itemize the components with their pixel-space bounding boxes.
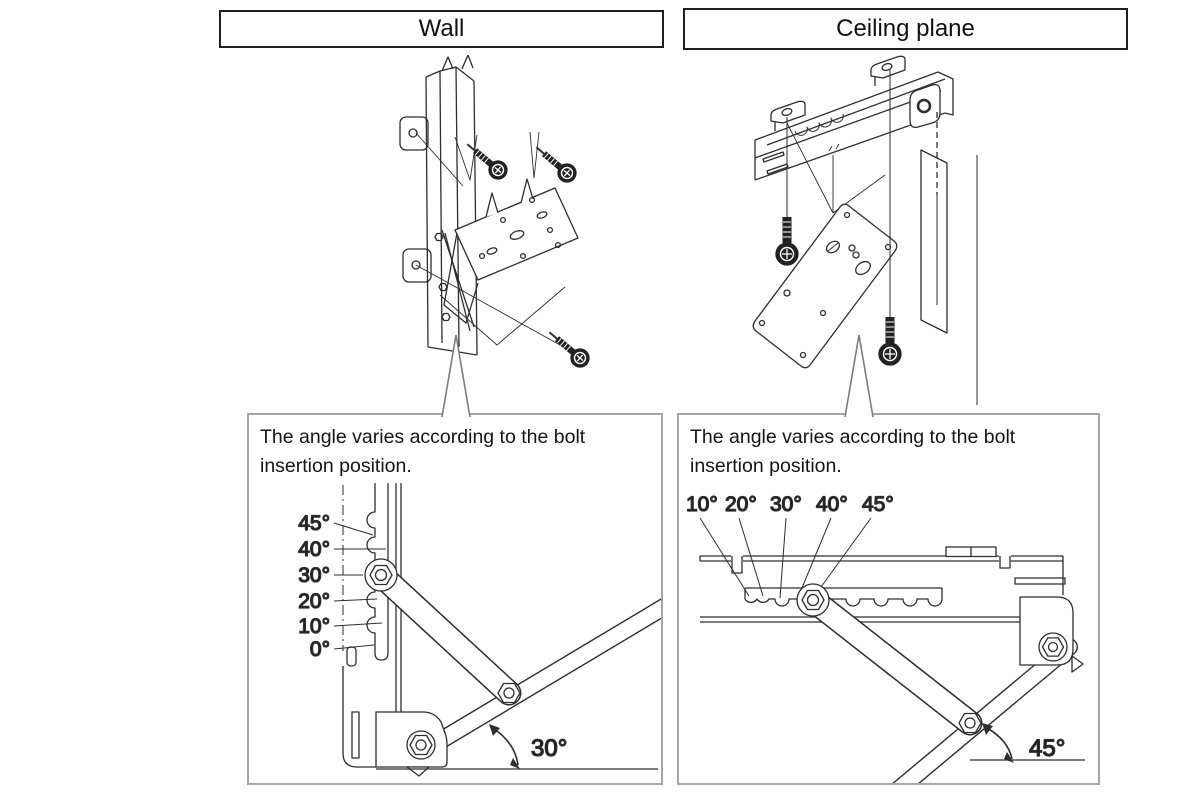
main-diagonal-arm <box>424 598 661 754</box>
adjustment-arm <box>800 587 983 736</box>
wall-callout-pointer <box>441 334 471 417</box>
ceiling-bracket-illustration <box>752 55 978 405</box>
angle-arc <box>982 723 1014 763</box>
ceiling-callout-text: The angle varies according to the bolt i… <box>690 423 1092 481</box>
angle-label: 20° <box>725 493 757 516</box>
leader-lines <box>333 522 386 650</box>
screw-icon <box>548 331 590 368</box>
pivot-bolt <box>364 558 398 592</box>
wall-mount-tabs <box>399 116 432 283</box>
mounting-screws <box>466 143 590 368</box>
ceiling-angle-detail-box: The angle varies according to the bolt i… <box>677 413 1100 785</box>
end-bracket <box>909 83 941 128</box>
elbow-bolt <box>497 682 521 704</box>
wall-title-box: Wall <box>219 10 664 48</box>
side-panel <box>920 149 948 334</box>
ceiling-clip <box>870 55 906 86</box>
tilted-plate <box>752 203 898 369</box>
phantom-guide-lines <box>415 131 579 356</box>
angle-label: 10° <box>686 493 718 516</box>
elbow-bolt <box>958 712 982 734</box>
angle-label: 45° <box>298 512 330 535</box>
angle-arc <box>489 724 520 769</box>
wall-rail <box>425 55 478 356</box>
ceiling-callout-line1: The angle varies according to the bolt <box>690 426 1016 448</box>
mount-plate <box>443 178 579 324</box>
angle-label: 10° <box>298 615 330 638</box>
adjustment-arm <box>368 562 522 706</box>
screw-icon <box>466 143 508 180</box>
ceiling-title-box: Ceiling plane <box>683 8 1128 50</box>
ceiling-bolt-icon <box>878 69 902 366</box>
angle-label: 45° <box>862 493 894 516</box>
wall-title: Wall <box>418 15 465 42</box>
notched-rack <box>744 587 943 607</box>
rail-lines <box>699 546 1066 595</box>
rail-lower-lines <box>700 616 1025 623</box>
angle-scale: 45° 40° 30° 20° 10° 0° <box>298 511 386 662</box>
ceiling-bolt-icon <box>775 117 799 266</box>
current-angle-label: 30° <box>531 735 567 762</box>
angle-label: 30° <box>298 564 330 587</box>
arm-tip <box>1071 655 1084 673</box>
end-hinge-bracket <box>1019 596 1074 666</box>
wall-angle-detail-box: The angle varies according to the bolt i… <box>247 413 663 785</box>
angle-scale: 10° 20° 30° 40° 45° <box>685 492 894 599</box>
wall-callout-text: The angle varies according to the bolt i… <box>260 423 655 481</box>
angle-label: 0° <box>310 638 330 661</box>
ceiling-angle-diagram: 10° 20° 30° 40° 45° <box>685 492 1085 783</box>
angle-label: 20° <box>298 590 330 613</box>
screw-icon <box>535 146 577 183</box>
wall-bracket-illustration <box>399 55 590 368</box>
current-angle-label: 45° <box>1029 735 1065 762</box>
phantom-guide-lines <box>786 122 886 214</box>
wall-angle-diagram: 45° 40° 30° 20° 10° 0° <box>298 483 661 777</box>
angle-label: 30° <box>770 493 802 516</box>
angle-label: 40° <box>816 493 848 516</box>
angle-label: 40° <box>298 538 330 561</box>
wall-callout-line1: The angle varies according to the bolt <box>260 426 586 448</box>
bolt-axis-lines <box>936 112 978 405</box>
ceiling-callout-line2: insertion position. <box>690 455 842 477</box>
leader-lines <box>699 517 872 599</box>
ceiling-clip <box>770 100 806 131</box>
base-hinge-bracket <box>375 711 448 777</box>
ceiling-title: Ceiling plane <box>836 15 975 42</box>
ceiling-callout-pointer <box>844 334 874 417</box>
pivot-bolt <box>796 583 830 617</box>
wall-callout-line2: insertion position. <box>260 455 412 477</box>
